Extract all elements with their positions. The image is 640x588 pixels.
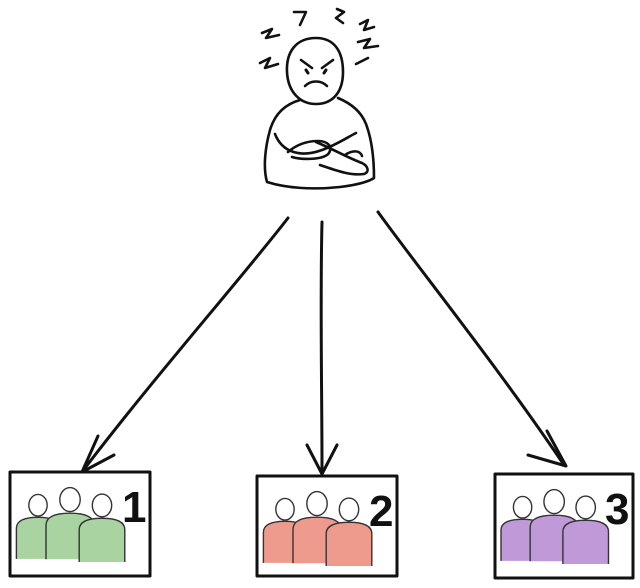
group-box-frame <box>255 474 399 578</box>
arrow-to-group-1 <box>80 216 290 474</box>
person-body <box>325 521 373 567</box>
person-head <box>28 493 48 517</box>
frustration-squiggles <box>258 7 380 70</box>
group-label: 3 <box>605 485 629 534</box>
crossed-arms <box>273 131 369 176</box>
group-box-frame <box>493 472 635 580</box>
group-person <box>325 497 373 567</box>
person-torso <box>263 96 376 190</box>
arrow-to-group-3 <box>376 210 568 468</box>
person-head <box>285 36 345 106</box>
person-head <box>306 490 328 517</box>
group-person <box>562 495 610 565</box>
group-label: 1 <box>122 483 146 532</box>
group-box-frame <box>8 470 152 578</box>
person-head <box>338 497 360 522</box>
group-label: 2 <box>369 487 393 536</box>
angry-face <box>299 58 335 88</box>
group-box-1: 1 <box>8 470 152 578</box>
arrow-to-group-2 <box>305 220 339 476</box>
person-head <box>91 493 113 518</box>
person-head <box>275 497 295 521</box>
person-head <box>543 488 566 515</box>
person-body <box>562 519 610 565</box>
angry-person-figure <box>258 7 380 190</box>
person-body <box>78 517 126 563</box>
group-box-3: 3 <box>493 472 635 580</box>
person-head <box>59 486 81 513</box>
person-head <box>575 495 597 520</box>
person-head <box>512 495 533 519</box>
group-person <box>78 493 126 563</box>
group-boxes: 1 2 3 <box>8 470 635 580</box>
group-box-2: 2 <box>255 474 399 578</box>
